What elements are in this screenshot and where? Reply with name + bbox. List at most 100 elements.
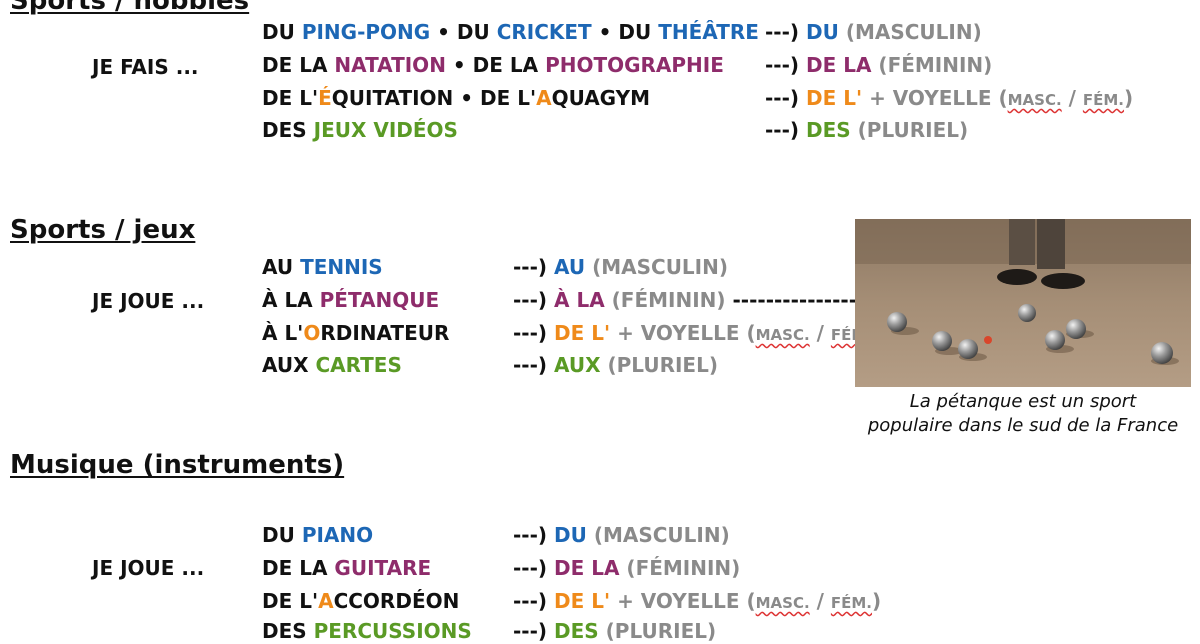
rule-article: DU <box>806 20 839 44</box>
example-row: AUX CARTES <box>262 352 402 378</box>
example-row: DE LA NATATION • DE LA PHOTOGRAPHIE <box>262 52 724 78</box>
photo-caption: La pétanque est un sport populaire dans … <box>852 390 1194 438</box>
rule-note: (PLURIEL) <box>850 118 969 142</box>
rule-row: ---) AUX (PLURIEL) <box>513 352 718 378</box>
article-text: AUX <box>262 353 316 377</box>
example-row: DE L'ACCORDÉON <box>262 588 459 614</box>
example-row: DU PIANO <box>262 522 373 548</box>
example-row: AU TENNIS <box>262 254 383 280</box>
subject-je-joue: JE JOUE ... <box>92 556 205 580</box>
rule-close: ) <box>1124 86 1134 110</box>
arrow-icon: ---) <box>765 53 800 77</box>
example-row: DES JEUX VIDÉOS <box>262 117 458 143</box>
noun-text: QUITATION • DE L' <box>331 86 537 110</box>
subject-je-fais: JE FAIS ... <box>92 55 199 79</box>
rule-note: (MASCULIN) <box>586 523 730 547</box>
article-text: • DE LA <box>445 53 546 77</box>
arrow-icon: ---) <box>513 589 548 613</box>
rule-row: ---) DE L' + VOYELLE (MASC. / FÉM.) <box>513 320 881 346</box>
example-row: DES PERCUSSIONS <box>262 618 472 644</box>
noun-text: THÉÂTRE <box>658 20 759 44</box>
rule-row: ---) AU (MASCULIN) <box>513 254 728 280</box>
arrow-icon: ---) <box>513 321 548 345</box>
article-text: À L' <box>262 321 304 345</box>
rule-row: ---) DE LA (FÉMININ) <box>513 555 740 581</box>
arrow-icon: ---) <box>513 353 548 377</box>
rule-row: ---) DU (MASCULIN) <box>513 522 730 548</box>
rule-close: ) <box>872 589 882 613</box>
noun-text: CCORDÉON <box>333 589 460 613</box>
section-heading-sports-jeux: Sports / jeux <box>10 215 196 245</box>
noun-text: PÉTANQUE <box>319 288 440 312</box>
rule-note: + VOYELLE ( <box>610 321 756 345</box>
subject-je-joue: JE JOUE ... <box>92 289 205 313</box>
rule-article: À LA <box>554 288 605 312</box>
rule-article: DE LA <box>806 53 872 77</box>
arrow-icon: ---) <box>513 556 548 580</box>
rule-note: + VOYELLE ( <box>610 589 756 613</box>
rule-masc: MASC. <box>755 594 810 612</box>
vowel-letter: A <box>318 589 334 613</box>
article-text: DES <box>262 619 314 643</box>
noun-text: GUITARE <box>334 556 432 580</box>
rule-note: (FÉMININ) <box>871 53 993 77</box>
noun-text: PERCUSSIONS <box>313 619 472 643</box>
section-heading-hobbies: Sports / hobbies <box>10 0 250 16</box>
rule-fem: FÉM. <box>1082 91 1125 109</box>
rule-row: ---) DE L' + VOYELLE (MASC. / FÉM.) <box>513 588 881 614</box>
rule-article: DE L' <box>806 86 863 110</box>
example-row: DE LA GUITARE <box>262 555 431 581</box>
rule-note: + VOYELLE ( <box>862 86 1008 110</box>
rule-slash: / <box>1061 86 1083 110</box>
rule-note: (MASCULIN) <box>838 20 982 44</box>
rule-slash: / <box>809 589 831 613</box>
article-text: • DU <box>430 20 497 44</box>
petanque-illustration <box>855 219 1191 387</box>
rule-row: ---) À LA (FÉMININ) ---------------) <box>513 287 866 313</box>
arrow-icon: ---) <box>513 288 548 312</box>
article-text: DE L' <box>262 589 319 613</box>
vowel-letter: A <box>536 86 552 110</box>
example-row: DU PING-PONG • DU CRICKET • DU THÉÂTRE <box>262 19 759 45</box>
arrow-icon: ---) <box>765 86 800 110</box>
arrow-icon: ---) <box>513 619 548 643</box>
section-heading-musique: Musique (instruments) <box>10 450 345 480</box>
example-row: À L'ORDINATEUR <box>262 320 449 346</box>
rule-masc: MASC. <box>1007 91 1062 109</box>
caption-line: La pétanque est un sport <box>909 391 1137 412</box>
article-text: DE LA <box>262 53 335 77</box>
rule-note: (PLURIEL) <box>598 619 717 643</box>
rule-article: AUX <box>554 353 601 377</box>
noun-text: CARTES <box>315 353 402 377</box>
arrow-icon: ---) <box>765 118 800 142</box>
rule-note: (FÉMININ) <box>619 556 741 580</box>
vowel-letter: É <box>318 86 332 110</box>
example-row: À LA PÉTANQUE <box>262 287 439 313</box>
noun-text: TENNIS <box>300 255 383 279</box>
arrow-icon: ---) <box>513 255 548 279</box>
arrow-icon: ---) <box>513 523 548 547</box>
article-text: À LA <box>262 288 320 312</box>
rule-row: ---) DE LA (FÉMININ) <box>765 52 992 78</box>
rule-slash: / <box>809 321 831 345</box>
rule-article: DU <box>554 523 587 547</box>
rule-article: DES <box>554 619 599 643</box>
article-text: DE LA <box>262 556 335 580</box>
caption-line: populaire dans le sud de la France <box>867 415 1179 436</box>
rule-article: DE LA <box>554 556 620 580</box>
noun-text: PING-PONG <box>301 20 431 44</box>
noun-text: NATATION <box>334 53 446 77</box>
article-text: AU <box>262 255 301 279</box>
long-arrow-icon: ---------------) <box>732 288 867 312</box>
rule-row: ---) DE L' + VOYELLE (MASC. / FÉM.) <box>765 85 1133 111</box>
rule-note: (FÉMININ) <box>604 288 733 312</box>
vowel-letter: O <box>303 321 321 345</box>
noun-text: RDINATEUR <box>320 321 450 345</box>
rule-row: ---) DES (PLURIEL) <box>765 117 968 143</box>
arrow-icon: ---) <box>765 20 800 44</box>
article-text: • DU <box>591 20 659 44</box>
noun-text: PHOTOGRAPHIE <box>545 53 724 77</box>
rule-note: (PLURIEL) <box>600 353 718 377</box>
noun-text: CRICKET <box>496 20 592 44</box>
example-row: DE L'ÉQUITATION • DE L'AQUAGYM <box>262 85 650 111</box>
